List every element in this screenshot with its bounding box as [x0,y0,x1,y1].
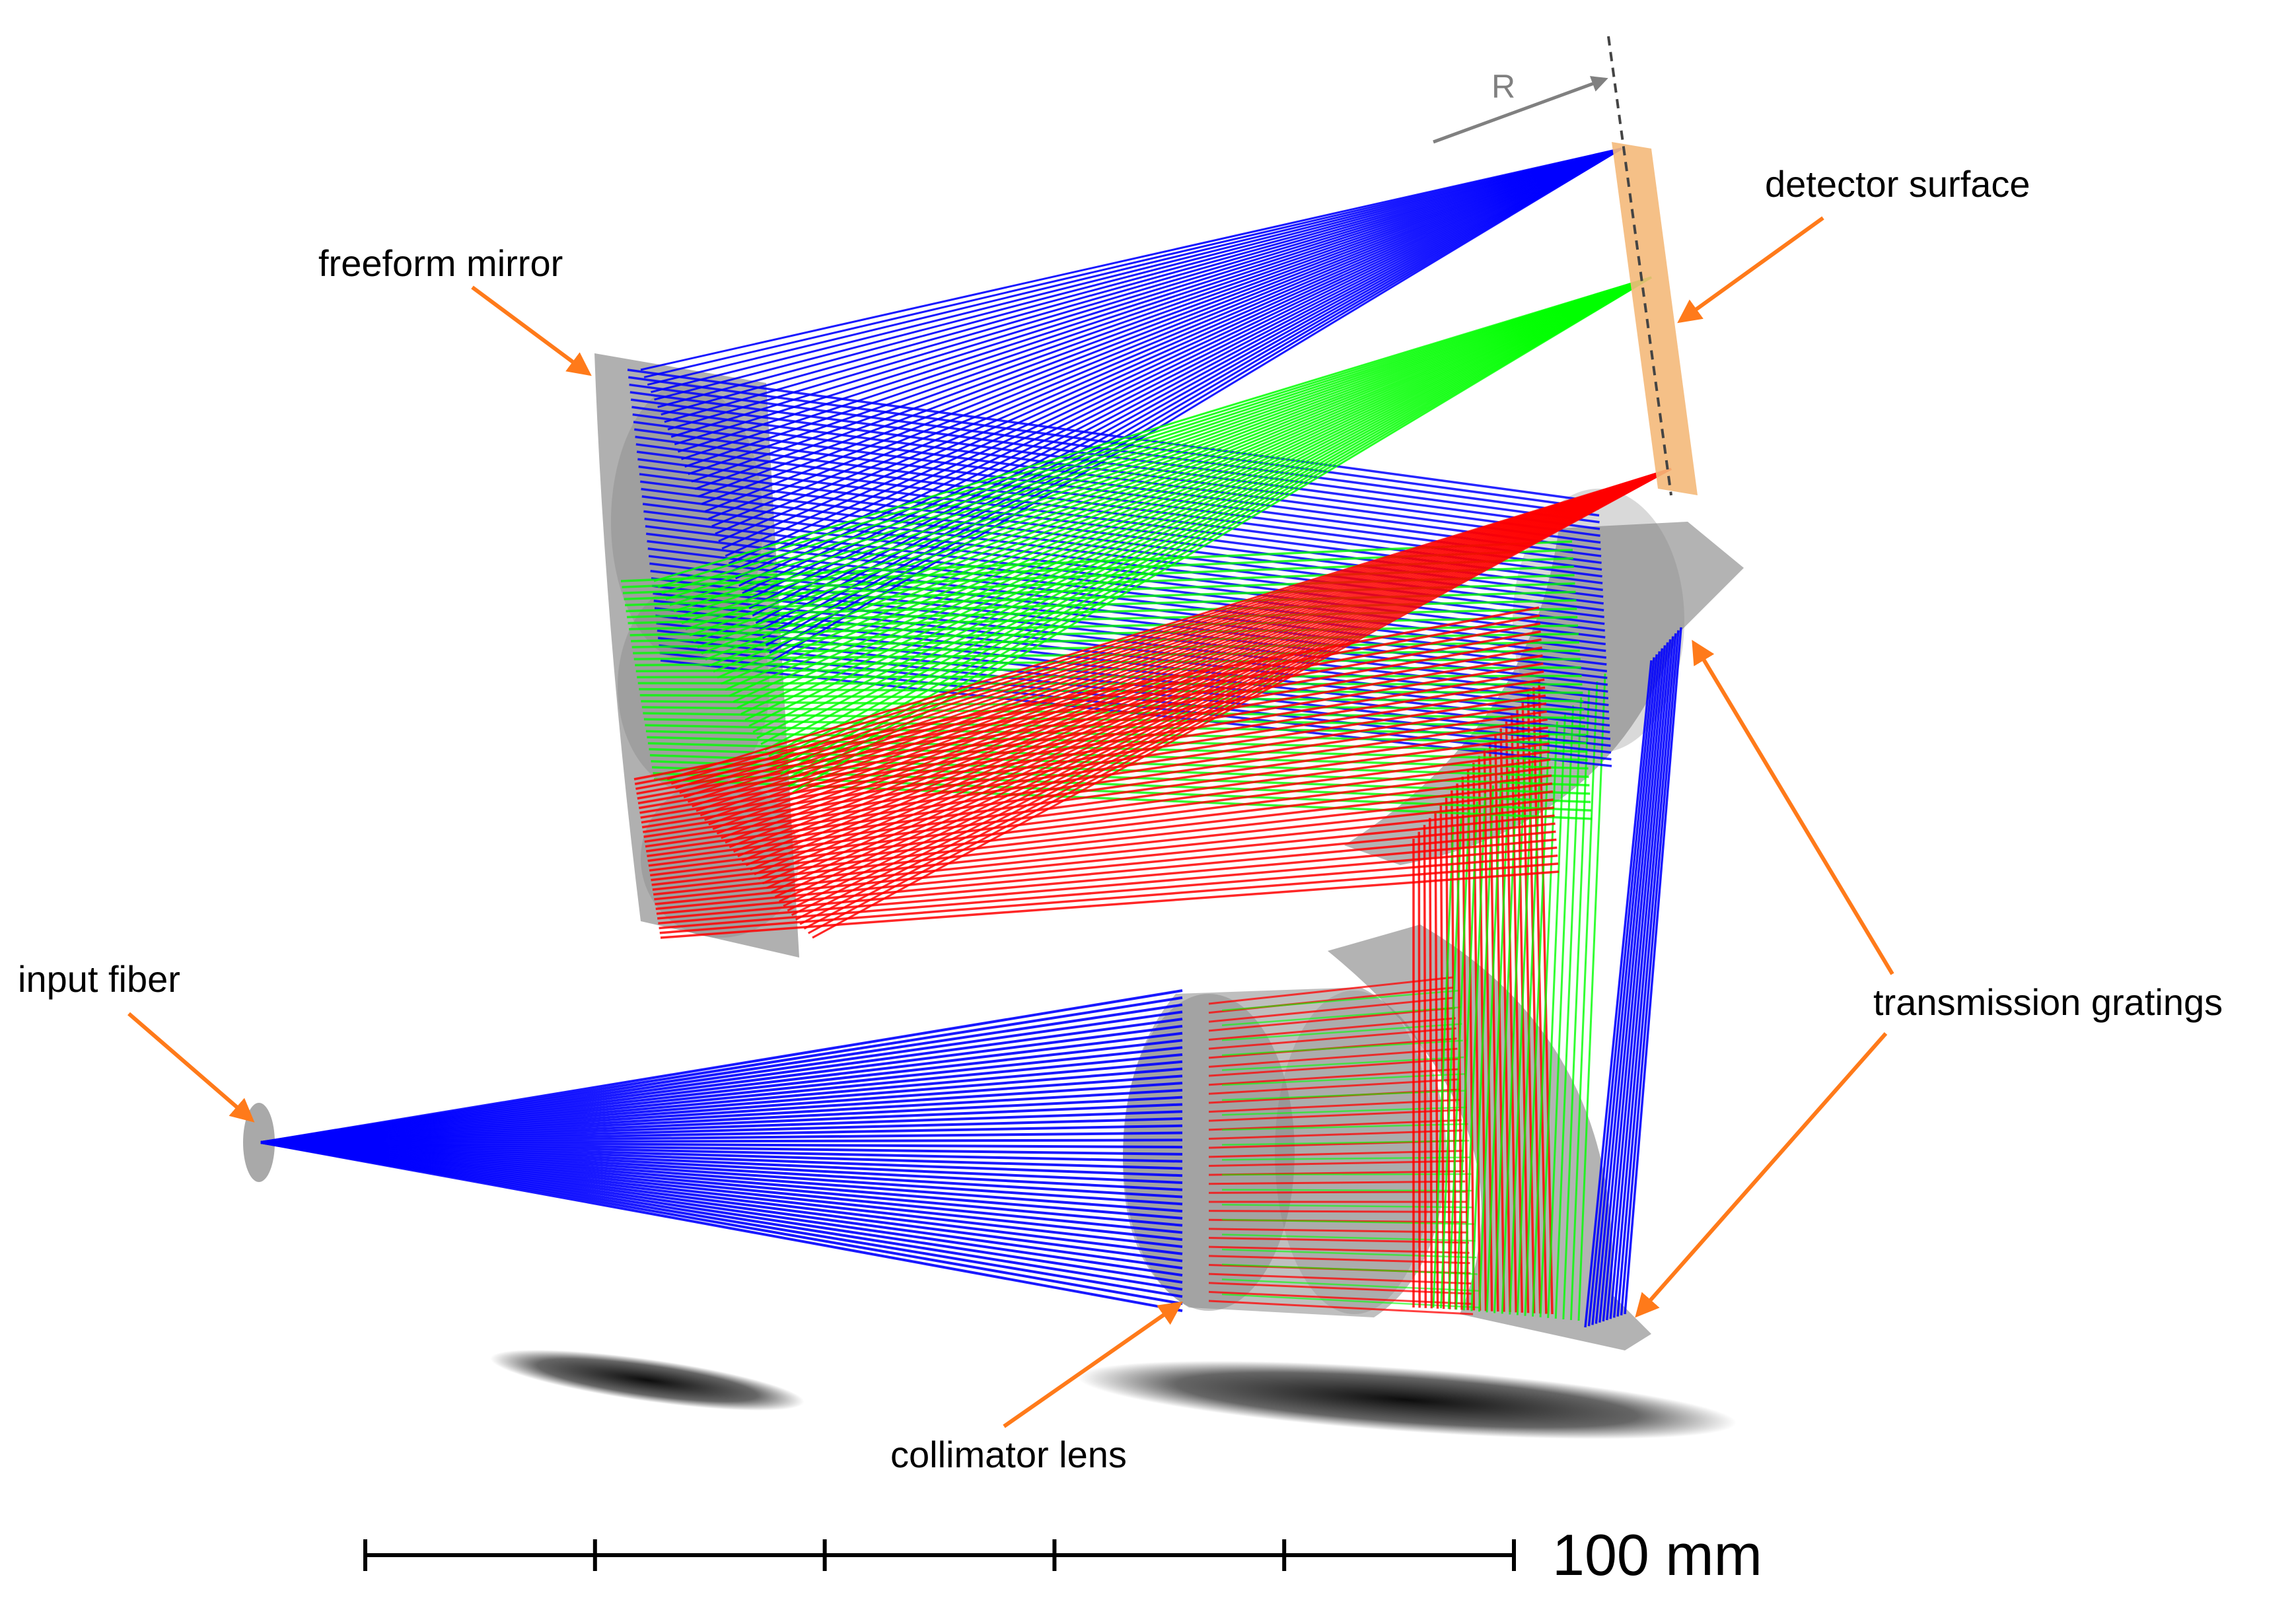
component-labels: freeform mirror detector surface input f… [18,163,2223,1475]
annotation-arrows [127,216,1894,1428]
label-detector-surface: detector surface [1765,163,2030,205]
arrow-freeform-mirror [471,285,592,376]
label-collimator-lens: collimator lens [890,1434,1127,1475]
collimator-lens-face-rear [1275,991,1433,1314]
shadow-right [1077,1360,1737,1440]
scale-bar-label: 100 mm [1552,1522,1762,1588]
arrow-grating-lower [1635,1032,1888,1318]
ray-band-up-blue [1584,627,1682,1328]
label-input-fiber: input fiber [18,958,180,1000]
scale-bar: 100 mm [363,1522,1762,1588]
radius-indicator: R [1433,68,1608,144]
collimator-lens [1123,987,1447,1317]
ray-fan-focus-blue [640,147,1622,662]
floor-shadows [490,1349,1737,1440]
label-transmission-gratings: transmission gratings [1873,981,2223,1023]
ray-bundles [260,147,1682,1328]
ray-fan-fiber-to-lens [260,989,1183,1312]
input-fiber [243,1103,275,1182]
grating-upper-footprint [1513,489,1684,753]
ray-band-up-green [1432,673,1606,1321]
detector-assembly [1607,36,1698,496]
label-freeform-mirror: freeform mirror [318,242,563,284]
detector-surface [1612,142,1698,495]
arrow-grating-upper [1692,639,1894,975]
shadow-left [490,1349,805,1411]
radius-arrow [1433,76,1608,144]
ray-fan-focus-red [666,468,1672,939]
optical-components [243,353,1744,1350]
arrow-collimator-lens [1003,1301,1183,1428]
curvature-dashed-line [1607,36,1672,496]
arrow-detector-surface [1677,216,1824,324]
radius-label: R [1491,68,1515,105]
arrow-input-fiber [127,1012,255,1123]
ray-fan-focus-green [653,276,1652,794]
